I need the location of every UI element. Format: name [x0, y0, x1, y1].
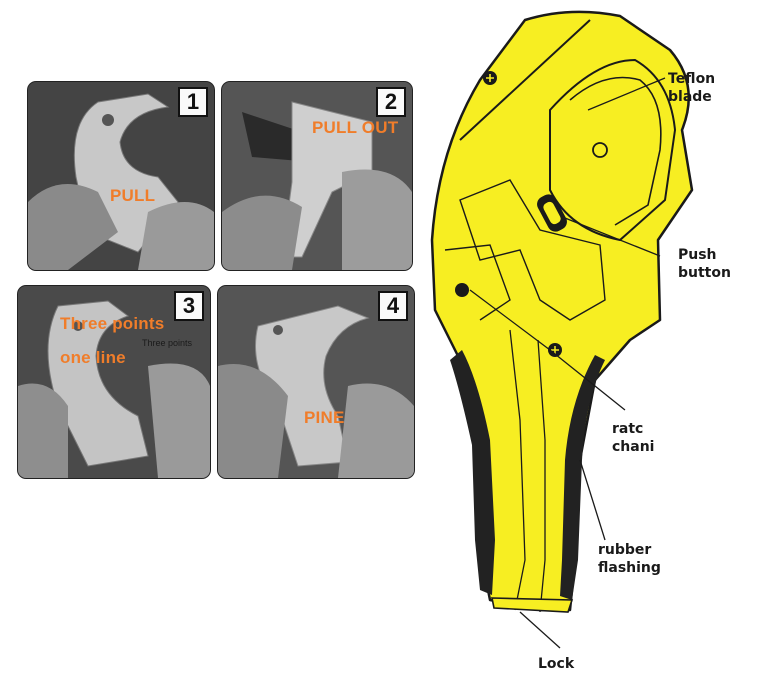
callout-ratc-line1: ratc: [612, 421, 644, 437]
blade-housing: [549, 58, 677, 242]
callout-rubber-line1: rubber: [598, 542, 652, 558]
step-4-photo: 4 PINE: [218, 286, 414, 478]
ratchet-pivot-cross: [551, 346, 559, 354]
callout-rubber-line2: flashing: [598, 560, 661, 576]
callout-push-line2: button: [678, 265, 731, 281]
step-number-badge: 1: [178, 87, 208, 117]
teflon-blade: [569, 76, 662, 226]
callout-push-line1: Push: [678, 247, 717, 263]
ratchet-plate: [459, 179, 606, 321]
callout-lock: Lock: [538, 656, 575, 672]
step-number-badge: 3: [174, 291, 204, 321]
step-3-label-line1: Three points: [60, 314, 165, 333]
step-3-label-line2: one line: [60, 348, 126, 367]
callout-teflon-line1: Teflon: [668, 71, 716, 87]
push-button-slot: [542, 200, 562, 226]
step-1-photo: 1 PULL: [28, 82, 214, 270]
step-4-label: PINE: [304, 408, 345, 427]
handle-line: [537, 339, 546, 613]
leader-push: [564, 217, 661, 257]
step-2-photo: 2 PULL OUT: [222, 82, 412, 270]
step-3-photo: 3 Three points one line Three points: [18, 286, 210, 478]
body-seam: [459, 19, 591, 141]
handle-line: [509, 329, 526, 611]
right-grip: [560, 355, 605, 600]
callout-teflon-blade: Teflon blade: [668, 70, 715, 106]
step-number-badge: 4: [378, 291, 408, 321]
pipe-cutter-diagram: [430, 10, 694, 649]
left-grip: [450, 350, 495, 595]
callout-rubber-flashing: rubber flashing: [598, 541, 661, 577]
leader-ratchet: [469, 289, 626, 411]
step-2-label: PULL OUT: [312, 118, 399, 137]
leader-lock: [519, 611, 561, 649]
pivot-screw-icon: [455, 283, 469, 297]
tool-body: [430, 10, 694, 612]
lock-clip: [491, 597, 574, 613]
callout-ratc-line2: chani: [612, 439, 655, 455]
leader-rubber: [579, 459, 606, 541]
callout-teflon-line2: blade: [668, 89, 712, 105]
screw-cross: [486, 74, 494, 82]
callout-ratchet-chain: ratc chani: [612, 420, 654, 456]
blade-pivot: [592, 142, 608, 158]
step-1-label: PULL: [110, 186, 156, 205]
inner-lever: [444, 244, 511, 321]
step-number-badge: 2: [376, 87, 406, 117]
callout-push-button: Push button: [678, 246, 731, 282]
step-3-caption: Three points: [142, 338, 193, 348]
leader-teflon: [587, 77, 666, 111]
step-3-illustration: [18, 286, 210, 478]
